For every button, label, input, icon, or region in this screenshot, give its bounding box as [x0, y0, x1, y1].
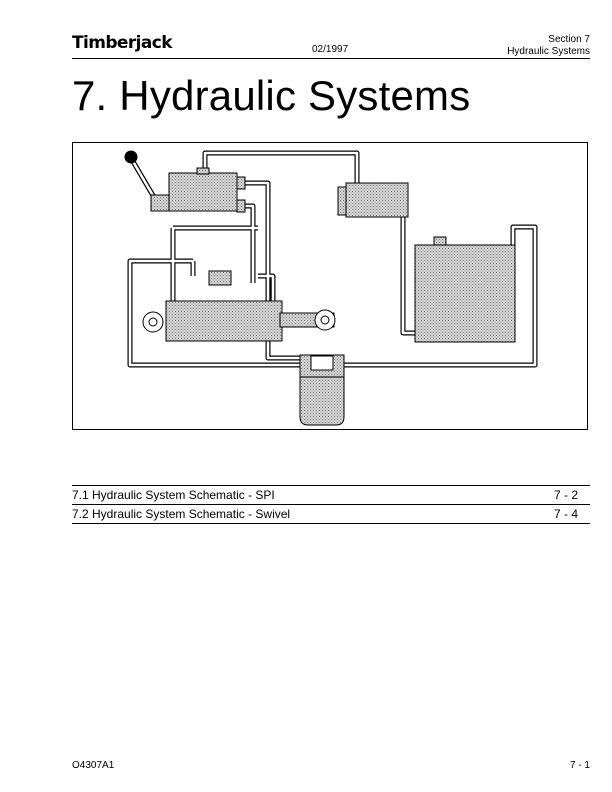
page-number: 7 - 1 — [569, 760, 590, 771]
filter — [299, 354, 345, 426]
toc-entry-label: 7.2 Hydraulic System Schematic - Swivel — [72, 507, 291, 521]
hoses — [127, 150, 538, 368]
control-valve — [124, 150, 246, 213]
table-of-contents: 7.1 Hydraulic System Schematic - SPI 7 -… — [72, 485, 590, 524]
section-label: Section 7 Hydraulic Systems — [507, 34, 590, 58]
toc-entry[interactable]: 7.2 Hydraulic System Schematic - Swivel … — [72, 504, 590, 524]
toc-entry-page: 7 - 2 — [553, 488, 578, 502]
hydraulic-diagram — [124, 150, 538, 426]
document-id: O4307A1 — [72, 760, 115, 771]
page-title: 7. Hydraulic Systems — [72, 72, 471, 119]
toc-entry-page: 7 - 4 — [553, 507, 578, 521]
section-number: Section 7 — [548, 34, 590, 45]
toc-entry-label: 7.1 Hydraulic System Schematic - SPI — [72, 488, 275, 502]
toc-entry[interactable]: 7.1 Hydraulic System Schematic - SPI 7 -… — [72, 485, 590, 504]
reservoir-tank — [414, 236, 516, 343]
section-title: Hydraulic Systems — [507, 46, 590, 57]
header-rule — [72, 58, 590, 59]
hydraulic-cylinder — [142, 270, 336, 342]
header-date: 02/1997 — [312, 44, 349, 55]
brand-logo: Timberjack — [72, 33, 173, 53]
hydraulic-illustration — [72, 142, 588, 430]
pump — [337, 182, 409, 218]
